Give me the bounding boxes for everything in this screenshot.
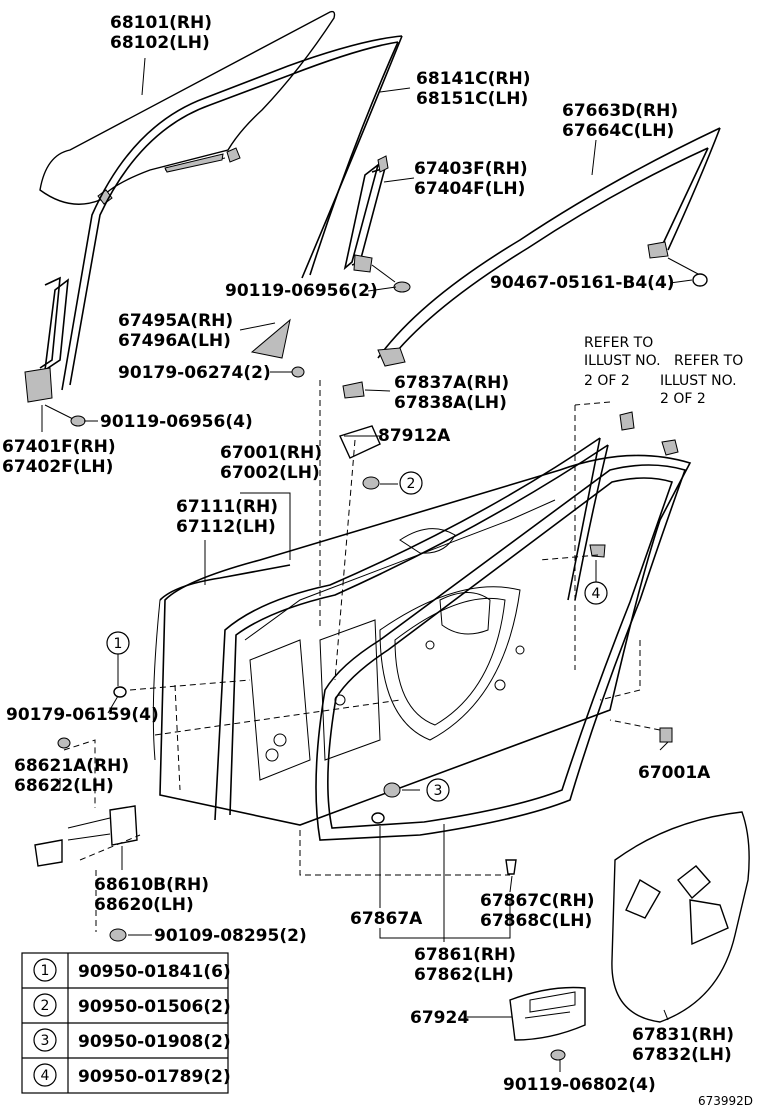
hinge-drawing xyxy=(34,737,138,942)
label-67868c: 67868C(LH) xyxy=(480,911,592,931)
label-67924: 67924 xyxy=(410,1008,469,1028)
refer-note-1-line1: REFER TO xyxy=(584,335,653,351)
clips-drawing xyxy=(113,686,517,875)
legend-row-1: 1 90950-01841(6) xyxy=(33,958,231,982)
solid-leaders xyxy=(41,57,693,1072)
run-channel-drawing xyxy=(343,155,411,293)
legend-row-1-num: 1 xyxy=(41,963,50,979)
label-68102: 68102(LH) xyxy=(110,33,210,53)
label-67401f: 67401F(RH) xyxy=(2,437,116,457)
figure-id: 673992D xyxy=(698,1094,753,1108)
callout-4: 4 xyxy=(584,581,608,605)
label-68101: 68101(RH) xyxy=(110,13,212,33)
label-67832: 67832(LH) xyxy=(632,1045,732,1065)
label-90179-06159: 90179-06159(4) xyxy=(6,705,159,725)
label-67112: 67112(LH) xyxy=(176,517,276,537)
service-cover-drawing xyxy=(611,811,750,1023)
label-67001: 67001(RH) xyxy=(220,443,322,463)
label-67495a: 67495A(RH) xyxy=(118,311,233,331)
callout-2: 2 xyxy=(399,471,423,495)
refer-note-1: REFER TO ILLUST NO. 2 OF 2 xyxy=(584,335,661,389)
label-67402f: 67402F(LH) xyxy=(2,457,113,477)
label-68141c: 68141C(RH) xyxy=(416,69,530,89)
label-67404f: 67404F(LH) xyxy=(414,179,525,199)
legend-row-4-num: 4 xyxy=(41,1068,50,1084)
label-67111: 67111(RH) xyxy=(176,497,278,517)
switch-base-drawing xyxy=(509,986,586,1061)
label-67664c: 67664C(LH) xyxy=(562,121,674,141)
label-68610b: 68610B(RH) xyxy=(94,875,209,895)
legend-row-2-part: 90950-01506(2) xyxy=(78,997,231,1017)
refer-note-1-line2: ILLUST NO. xyxy=(584,353,661,369)
legend-row-4: 4 90950-01789(2) xyxy=(33,1063,231,1087)
label-90119-06802: 90119-06802(4) xyxy=(503,1075,656,1095)
label-68620: 68620(LH) xyxy=(94,895,194,915)
label-67496a: 67496A(LH) xyxy=(118,331,231,351)
label-67663d: 67663D(RH) xyxy=(562,101,678,121)
label-68622: 68622(LH) xyxy=(14,776,114,796)
label-90119-06956-4: 90119-06956(4) xyxy=(100,412,253,432)
label-67838a: 67838A(LH) xyxy=(394,393,507,413)
refer-note-2-line2: ILLUST NO. xyxy=(660,373,737,389)
callout-3: 3 xyxy=(426,778,450,802)
callout-4-text: 4 xyxy=(592,586,601,602)
legend-table: 1 90950-01841(6) 2 90950-01506(2) 3 9095… xyxy=(21,952,231,1094)
label-67001a: 67001A xyxy=(638,763,711,783)
refer-note-1-line3: 2 OF 2 xyxy=(584,373,630,389)
label-67837a: 67837A(RH) xyxy=(394,373,509,393)
upper-weatherstrip-drawing xyxy=(377,127,721,367)
lower-sash-drawing xyxy=(24,276,86,427)
label-68151c: 68151C(LH) xyxy=(416,89,528,109)
label-90119-06956-2: 90119-06956(2) xyxy=(225,281,378,301)
legend-row-3-part: 90950-01908(2) xyxy=(78,1032,231,1052)
frame-moulding-drawing xyxy=(61,35,403,391)
outer-panel-drawing xyxy=(152,564,291,761)
label-67862: 67862(LH) xyxy=(414,965,514,985)
legend-row-3: 3 90950-01908(2) xyxy=(33,1028,231,1052)
door-weatherstrip-drawing xyxy=(315,464,687,841)
label-67861: 67861(RH) xyxy=(414,945,516,965)
dashed-leaders xyxy=(63,380,661,932)
label-67002: 67002(LH) xyxy=(220,463,320,483)
legend-row-3-num: 3 xyxy=(41,1033,50,1049)
label-68621a: 68621A(RH) xyxy=(14,756,129,776)
legend-row-2-num: 2 xyxy=(41,998,50,1014)
label-90109-08295: 90109-08295(2) xyxy=(154,926,307,946)
callout-3-text: 3 xyxy=(434,783,443,799)
label-67867a: 67867A xyxy=(350,909,423,929)
legend-row-4-part: 90950-01789(2) xyxy=(78,1067,231,1087)
callout-1-text: 1 xyxy=(114,636,123,652)
callout-1: 1 xyxy=(106,631,130,655)
refer-note-2-line1: REFER TO xyxy=(674,353,743,369)
legend-row-1-part: 90950-01841(6) xyxy=(78,962,231,982)
label-67831: 67831(RH) xyxy=(632,1025,734,1045)
refer-note-2-line3: 2 OF 2 xyxy=(660,391,706,407)
label-87912a: 87912A xyxy=(378,426,451,446)
small-parts-drawing xyxy=(250,318,679,743)
legend-row-2: 2 90950-01506(2) xyxy=(33,993,231,1017)
callout-2-text: 2 xyxy=(407,476,416,492)
label-67867c: 67867C(RH) xyxy=(480,891,594,911)
label-90179-06274: 90179-06274(2) xyxy=(118,363,271,383)
label-90467-05161: 90467-05161-B4(4) xyxy=(490,273,675,293)
refer-note-2: REFER TO ILLUST NO. 2 OF 2 xyxy=(660,353,743,407)
label-67403f: 67403F(RH) xyxy=(414,159,528,179)
